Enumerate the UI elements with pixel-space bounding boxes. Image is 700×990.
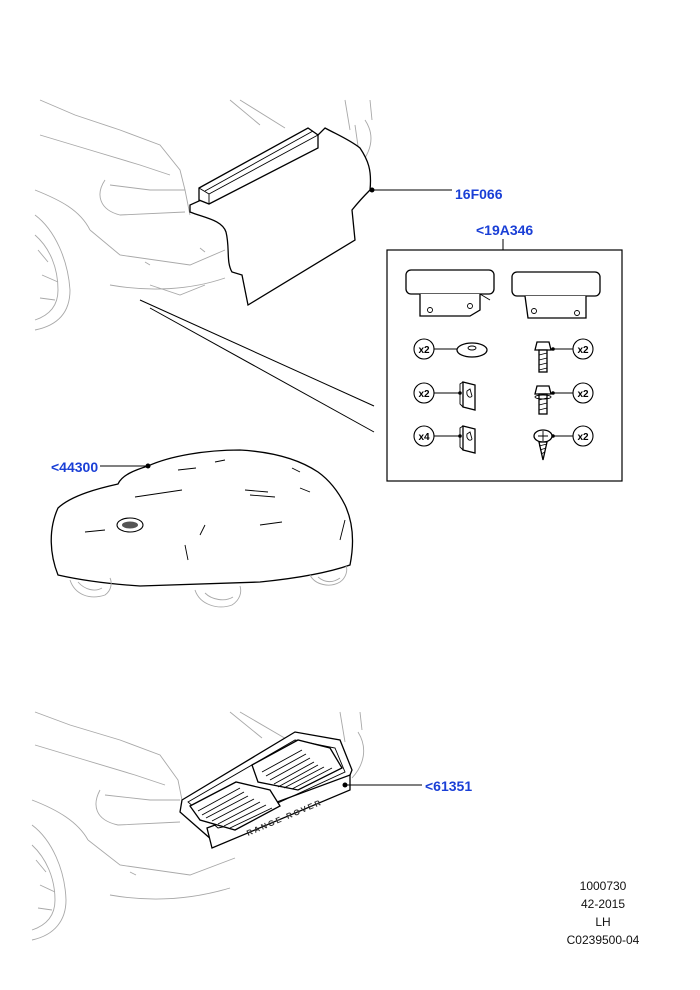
- car-cover-wheels: [69, 565, 348, 608]
- qty-clip-a: x2: [418, 389, 430, 400]
- mudflap-right[interactable]: [511, 271, 601, 319]
- callout-19a346[interactable]: <19A346: [476, 222, 533, 250]
- callout-label-44300[interactable]: <44300: [51, 459, 98, 475]
- callout-61351[interactable]: <61351: [342, 778, 473, 794]
- drawing-date: 42-2015: [581, 897, 625, 911]
- qty-bolt-top: x2: [577, 345, 589, 356]
- qty-screw: x2: [577, 432, 589, 443]
- car-cover[interactable]: [50, 449, 354, 587]
- fastener-clip-b[interactable]: x4: [413, 425, 476, 454]
- rear-bumper-protector[interactable]: RANGE ROVER: [179, 731, 353, 849]
- vehicle-rear-outline-top: [34, 99, 373, 331]
- fastener-washer[interactable]: x2: [413, 338, 488, 360]
- callout-label-61351[interactable]: <61351: [425, 778, 472, 794]
- fastener-clip-a[interactable]: x2: [413, 381, 476, 411]
- loadspace-mud-protector[interactable]: [189, 127, 372, 307]
- fastener-bolt-top[interactable]: x2: [534, 338, 594, 373]
- drawing-info: 1000730 42-2015 LH C0239500-04: [567, 879, 640, 947]
- callout-label-16f066[interactable]: 16F066: [455, 186, 503, 202]
- vehicle-rear-outline-bottom: [31, 711, 365, 941]
- drawing-side: LH: [595, 915, 610, 929]
- detail-lines: [139, 299, 375, 433]
- mudflap-left[interactable]: [405, 269, 495, 317]
- qty-washer: x2: [418, 345, 430, 356]
- qty-clip-b: x4: [418, 432, 430, 443]
- callout-label-19a346[interactable]: <19A346: [476, 222, 533, 238]
- qty-bolt-mid: x2: [577, 389, 589, 400]
- drawing-number: 1000730: [580, 879, 627, 893]
- fastener-bolt-mid[interactable]: x2: [534, 382, 594, 415]
- fastener-screw[interactable]: x2: [533, 425, 594, 461]
- drawing-code: C0239500-04: [567, 933, 640, 947]
- callout-16f066[interactable]: 16F066: [369, 186, 503, 202]
- callout-44300[interactable]: <44300: [51, 459, 151, 475]
